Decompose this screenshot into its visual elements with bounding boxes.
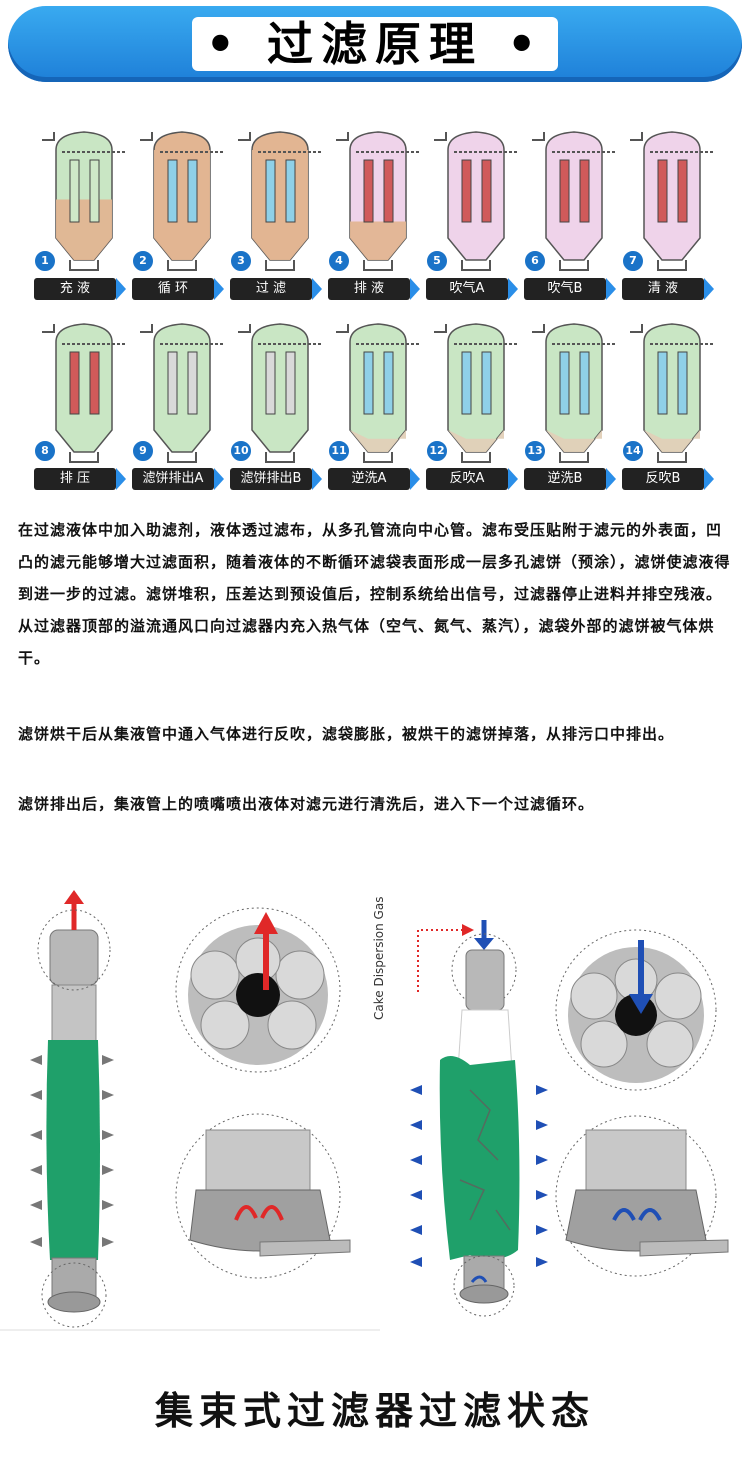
step-label: 反吹A (426, 468, 508, 490)
bottom-title: 集束式过滤器过滤状态 (154, 1389, 595, 1433)
filtration-element-left (37, 890, 111, 1328)
process-step-4: 4 排 液 (328, 120, 422, 320)
tank-diagram (42, 323, 126, 463)
tank-diagram (336, 323, 420, 463)
step-number-badge: 4 (328, 250, 350, 272)
filtration-element-right (417, 920, 520, 1317)
step-arrow-icon (508, 468, 518, 490)
step-label: 吹气B (524, 278, 606, 300)
step-number-badge: 13 (524, 440, 546, 462)
step-number-badge: 8 (34, 440, 56, 462)
step-arrow-icon (606, 278, 616, 300)
step-arrow-icon (312, 468, 322, 490)
tank-diagram (532, 131, 616, 271)
step-number-badge: 14 (622, 440, 644, 462)
inflow-arrows-left (30, 1055, 114, 1247)
step-number-badge: 11 (328, 440, 350, 462)
description-paragraph-1: 在过滤液体中加入助滤剂，液体透过滤布，从多孔管流向中心管。滤布受压贴附于滤元的外… (18, 521, 731, 667)
process-step-11: 11 逆洗A (328, 312, 422, 512)
tank-diagram (238, 323, 322, 463)
step-label: 逆洗A (328, 468, 410, 490)
tank-diagram (630, 323, 714, 463)
step-number-badge: 9 (132, 440, 154, 462)
process-step-8: 8 排 压 (34, 312, 128, 512)
step-number-badge: 6 (524, 250, 546, 272)
tank-diagram (42, 131, 126, 271)
filter-state-illustration (0, 890, 729, 1331)
step-number-badge: 5 (426, 250, 448, 272)
tank-diagram (532, 323, 616, 463)
description-paragraph-2: 滤饼烘干后从集液管中通入气体进行反吹，滤袋膨胀，被烘干的滤饼掉落，从排污口中排出… (18, 725, 675, 743)
step-arrow-icon (214, 278, 224, 300)
step-label: 滤饼排出B (230, 468, 312, 490)
step-arrow-icon (410, 468, 420, 490)
step-arrow-icon (214, 468, 224, 490)
step-arrow-icon (704, 278, 714, 300)
process-step-6: 6 吹气B (524, 120, 618, 320)
step-label: 逆洗B (524, 468, 606, 490)
process-step-9: 9 滤饼排出A (132, 312, 226, 512)
step-number-badge: 1 (34, 250, 56, 272)
tank-diagram (434, 323, 518, 463)
tank-diagram (238, 131, 322, 271)
step-label: 吹气A (426, 278, 508, 300)
tank-diagram (434, 131, 518, 271)
cake-dispersion-gas-label: Cake Dispersion Gas (372, 896, 386, 1020)
step-arrow-icon (704, 468, 714, 490)
process-step-7: 7 清 液 (622, 120, 716, 320)
tank-diagram (140, 323, 224, 463)
step-arrow-icon (606, 468, 616, 490)
magnified-top-right (555, 929, 717, 1091)
step-arrow-icon (116, 468, 126, 490)
step-arrow-icon (410, 278, 420, 300)
step-label: 充 液 (34, 278, 116, 300)
page-title: • 过滤原理 • (0, 6, 750, 82)
process-step-12: 12 反吹A (426, 312, 520, 512)
step-number-badge: 7 (622, 250, 644, 272)
process-step-13: 13 逆洗B (524, 312, 618, 512)
step-label: 排 液 (328, 278, 410, 300)
outflow-arrows-right (410, 1085, 548, 1267)
description-paragraph-3: 滤饼排出后，集液管上的喷嘴喷出液体对滤元进行清洗后，进入下一个过滤循环。 (18, 795, 595, 813)
step-label: 反吹B (622, 468, 704, 490)
tank-diagram (336, 131, 420, 271)
tank-diagram (630, 131, 714, 271)
step-label: 循 环 (132, 278, 214, 300)
step-arrow-icon (312, 278, 322, 300)
step-label: 排 压 (34, 468, 116, 490)
tank-diagram (140, 131, 224, 271)
process-step-5: 5 吹气A (426, 120, 520, 320)
magnified-bottom-right (555, 1115, 729, 1277)
magnified-bottom-left (175, 1113, 351, 1279)
process-step-14: 14 反吹B (622, 312, 716, 512)
process-step-1: 1 充 液 (34, 120, 128, 320)
process-step-10: 10 滤饼排出B (230, 312, 324, 512)
step-number-badge: 12 (426, 440, 448, 462)
step-number-badge: 3 (230, 250, 252, 272)
step-label: 清 液 (622, 278, 704, 300)
step-arrow-icon (508, 278, 518, 300)
process-step-3: 3 过 滤 (230, 120, 324, 320)
step-label: 过 滤 (230, 278, 312, 300)
magnified-top-left (175, 907, 341, 1073)
step-label: 滤饼排出A (132, 468, 214, 490)
process-step-2: 2 循 环 (132, 120, 226, 320)
step-number-badge: 2 (132, 250, 154, 272)
step-arrow-icon (116, 278, 126, 300)
step-number-badge: 10 (230, 440, 252, 462)
